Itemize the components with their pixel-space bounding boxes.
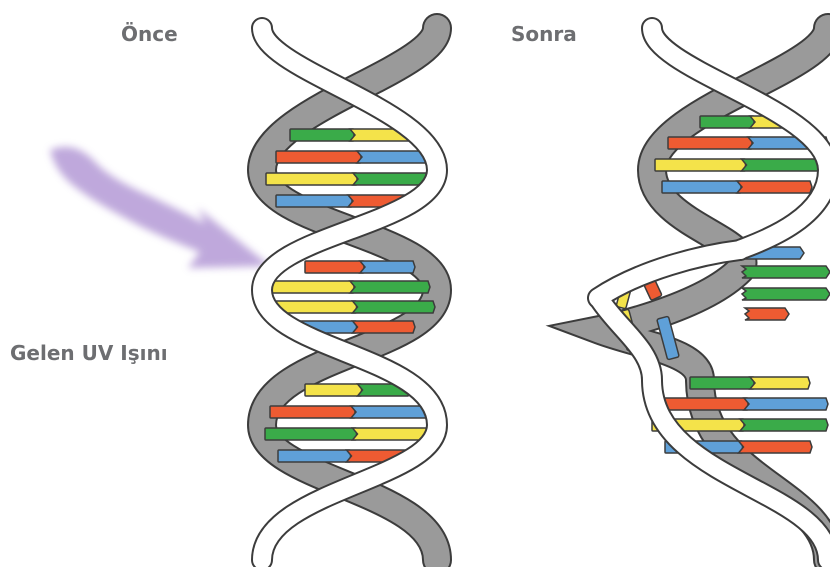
broken-base	[742, 288, 830, 300]
base-pair	[655, 159, 828, 171]
base-pair	[305, 261, 415, 273]
base-pair	[265, 428, 440, 440]
base-pair	[276, 151, 438, 163]
dna-helix-before	[262, 28, 440, 560]
base-pair	[266, 173, 440, 185]
base-pair	[290, 129, 410, 141]
broken-base	[745, 308, 789, 320]
base-pair	[270, 406, 432, 418]
base-pairs	[265, 129, 440, 462]
broken-base	[742, 266, 830, 278]
base-pair	[660, 398, 828, 410]
base-pair	[270, 301, 435, 313]
dna-helix-after	[598, 28, 830, 560]
base-pair	[690, 377, 810, 389]
uv-arrow	[50, 147, 270, 268]
base-pair	[270, 281, 430, 293]
base-pair	[662, 181, 812, 193]
